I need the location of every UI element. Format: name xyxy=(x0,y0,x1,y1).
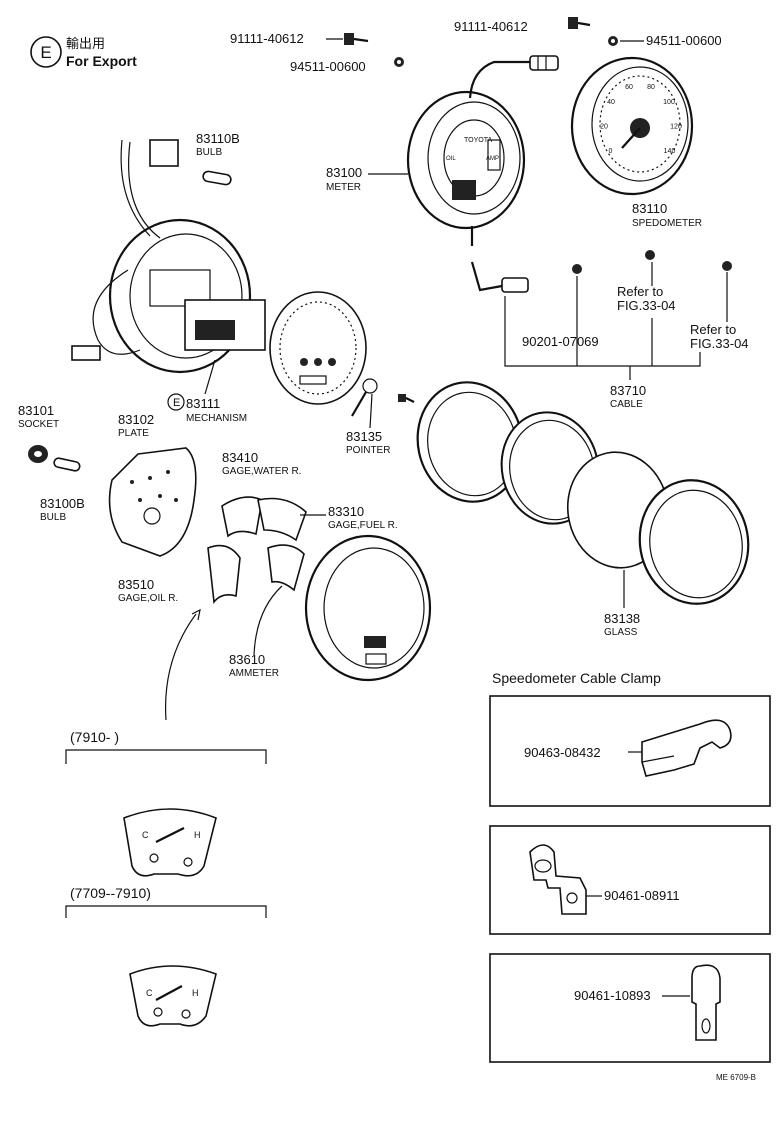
screw-small xyxy=(398,394,415,403)
bulb-left-name: BULB xyxy=(40,512,66,523)
bolt-top-right-label: 91111-40612 xyxy=(454,19,528,34)
speed-tick-label: 140 xyxy=(664,148,676,155)
socket-number: 83101 xyxy=(18,403,54,418)
glass-number: 83138 xyxy=(604,611,640,626)
speed-tick-label: 60 xyxy=(625,84,633,91)
variant-2-gauge: C H xyxy=(129,965,217,1027)
gage-water-number: 83410 xyxy=(222,450,258,465)
clamp-1-label: 90463-08432 xyxy=(524,745,601,760)
ammeter-part xyxy=(267,544,305,592)
refer-b-line1: Refer to xyxy=(690,322,736,337)
plate-number: 83102 xyxy=(118,412,154,427)
ammeter-number: 83610 xyxy=(229,652,265,667)
export-mark-english: For Export xyxy=(66,53,137,69)
bulb-top-name: BULB xyxy=(196,147,222,158)
speedometer-dial xyxy=(570,56,694,196)
gage-oil-name: GAGE,OIL R. xyxy=(118,593,178,604)
refer-a-line2: FIG.33-04 xyxy=(617,298,676,313)
export-mark-letter: E xyxy=(40,43,51,62)
cable-end-lower xyxy=(470,261,529,293)
meter-brand: TOYOTA xyxy=(464,137,492,144)
ammeter-name: AMMETER xyxy=(229,668,279,679)
speed-tick-label: 100 xyxy=(663,99,675,106)
washer-top-right-label: 94511-00600 xyxy=(646,33,722,48)
gage-fuel-number: 83310 xyxy=(328,504,364,519)
meter-number: 83100 xyxy=(326,165,362,180)
meter-housing: TOYOTA OIL AMP xyxy=(406,60,530,246)
variant-1-range: (7910- ) xyxy=(70,729,119,745)
gage-water-name: GAGE,WATER R. xyxy=(222,466,301,477)
meter-amp: AMP xyxy=(486,156,499,162)
speed-tick-label: 40 xyxy=(607,99,615,106)
plate-part xyxy=(108,447,197,557)
variant-1-hot: H xyxy=(194,830,201,840)
lower-meter-housing xyxy=(304,534,432,682)
clamp-2-label: 90461-08911 xyxy=(604,888,680,903)
mechanism-assembly xyxy=(71,139,266,374)
refer-b-line2: FIG.33-04 xyxy=(690,336,749,351)
pointer-name: POINTER xyxy=(346,445,390,456)
bolt-top-left-label: 91111-40612 xyxy=(230,31,304,46)
bolt-top-left xyxy=(344,33,369,45)
mechanism-name: MECHANISM xyxy=(186,413,247,424)
clamp-section-title: Speedometer Cable Clamp xyxy=(492,670,661,686)
bulb-top-number: 83110B xyxy=(196,131,240,146)
mechanism-marker: E xyxy=(173,397,180,409)
clamp-box-3: 90461-10893 xyxy=(489,953,771,1063)
speed-tick-label: 80 xyxy=(647,84,655,91)
bolt-top-right xyxy=(568,17,591,29)
clamp-box-2: 90461-08911 xyxy=(489,825,771,935)
gage-water xyxy=(221,496,263,538)
variant-2-cold: C xyxy=(146,988,153,998)
cable-number: 83710 xyxy=(610,383,646,398)
variant-1-gauge: C H xyxy=(123,808,217,877)
plate-name: PLATE xyxy=(118,428,149,439)
bulb-top xyxy=(202,170,232,186)
washer-top-left-label: 94511-00600 xyxy=(290,59,366,74)
cable-part-label: 90201-07069 xyxy=(522,334,599,349)
speedometer-name: SPEDOMETER xyxy=(632,218,702,229)
washer-top-right xyxy=(608,36,618,46)
speedometer-tick-labels: 0 20 40 60 80 100 120 140 xyxy=(600,84,682,155)
mechanism-dial xyxy=(269,291,367,405)
speed-tick-label: 120 xyxy=(670,124,682,131)
clamp-3-label: 90461-10893 xyxy=(574,988,651,1003)
socket-part xyxy=(28,445,48,463)
variant-1-cold: C xyxy=(142,830,149,840)
variant-2-range: (7709--7910) xyxy=(70,885,151,901)
cable-end-top xyxy=(529,55,559,71)
speed-tick-label: 0 xyxy=(609,148,613,155)
grommet-cable xyxy=(572,250,732,274)
bulb-left-number: 83100B xyxy=(40,496,85,511)
gage-oil-number: 83510 xyxy=(118,577,154,592)
mechanism-number: 83111 xyxy=(186,396,220,411)
clamp-box-1: 90463-08432 xyxy=(489,695,771,807)
washer-top-left xyxy=(394,57,404,67)
speedometer-number: 83110 xyxy=(632,201,667,216)
gage-oil xyxy=(207,544,241,605)
cable-name: CABLE xyxy=(610,399,643,410)
glass-name: GLASS xyxy=(604,627,638,638)
refer-a-line1: Refer to xyxy=(617,284,663,299)
bulb-left xyxy=(53,457,81,472)
variant-2-hot: H xyxy=(192,988,199,998)
pointer-part xyxy=(351,378,378,417)
pointer-number: 83135 xyxy=(346,429,382,444)
glass-rings xyxy=(416,381,750,605)
export-mark-japanese: 輸出用 xyxy=(66,36,105,51)
export-mark: E 輸出用 For Export xyxy=(30,36,137,69)
meter-oil: OIL xyxy=(446,156,456,162)
gage-fuel xyxy=(257,497,307,542)
figure-code: ME 6709-B xyxy=(716,1073,756,1082)
socket-name: SOCKET xyxy=(18,419,59,430)
meter-name: METER xyxy=(326,182,361,193)
gage-fuel-name: GAGE,FUEL R. xyxy=(328,520,398,531)
speed-tick-label: 20 xyxy=(600,124,608,131)
